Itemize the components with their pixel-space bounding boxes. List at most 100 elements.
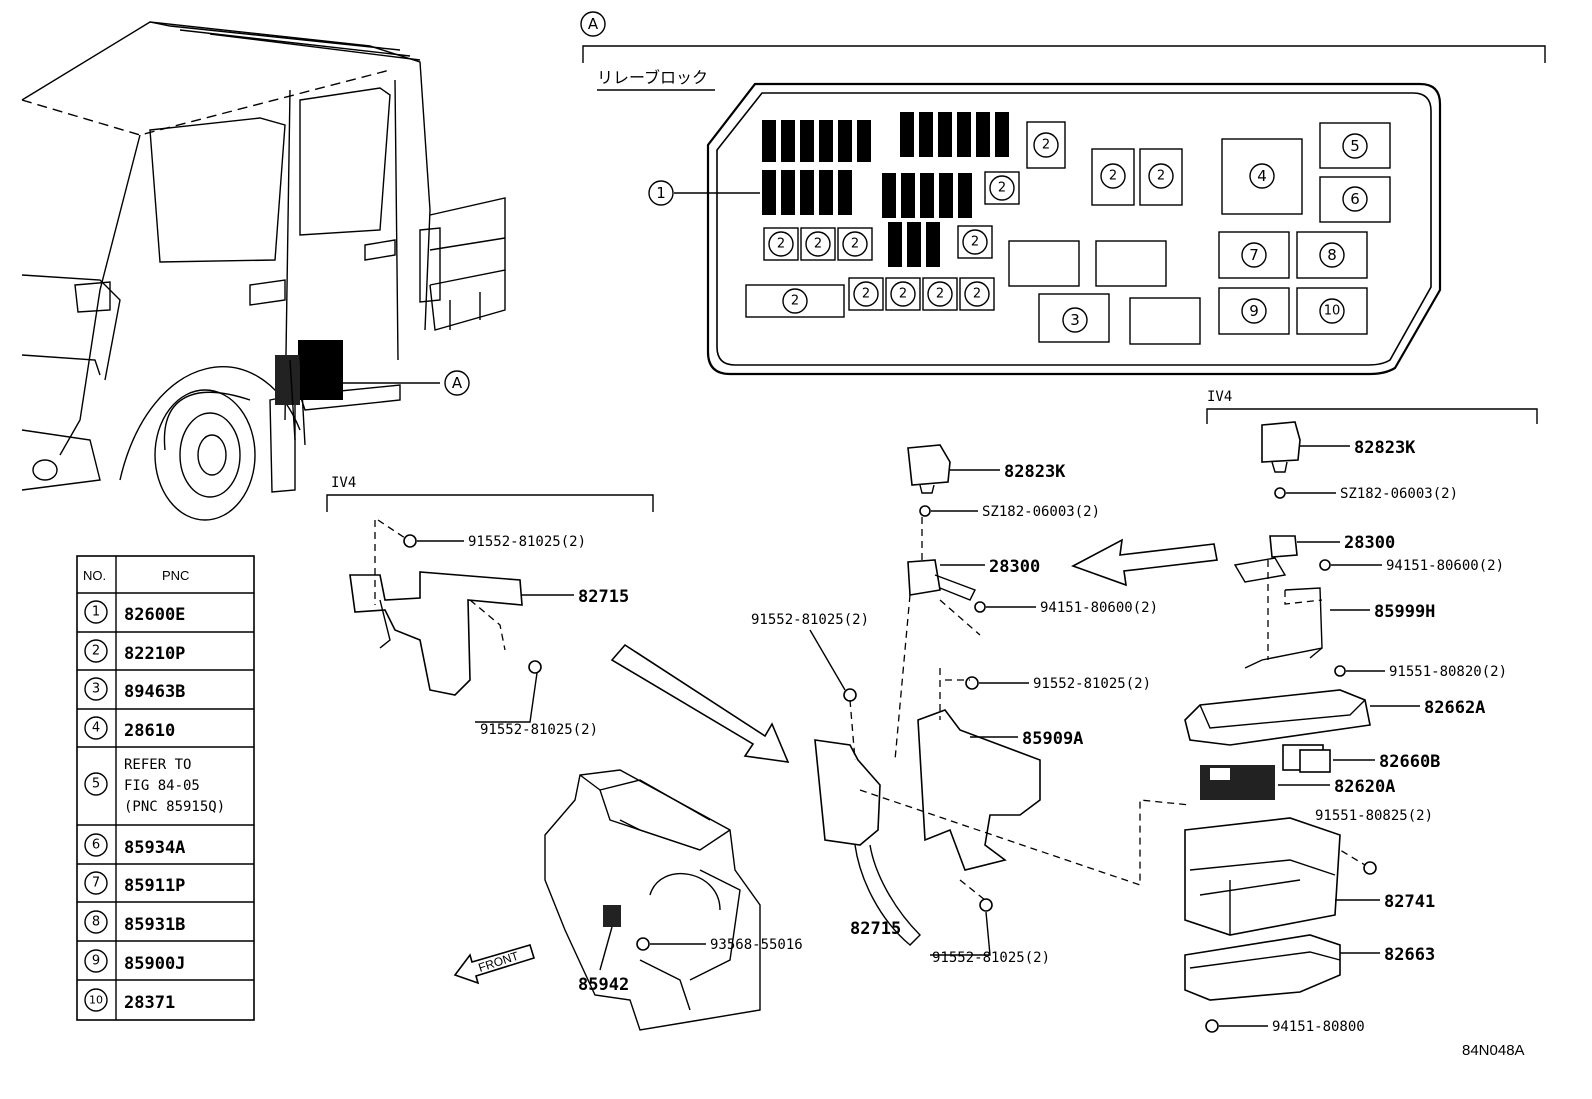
svg-text:82210P: 82210P	[124, 644, 185, 664]
relay-items-82210p: 2 2 2 2 2 2 2 2 2 2 2 2 2	[745, 121, 1183, 318]
svg-text:85934A: 85934A	[124, 838, 185, 858]
relay-item-box-3	[1038, 293, 1110, 343]
fuse-group-82600e	[762, 112, 1009, 267]
iv4-label-left: IV4	[331, 475, 356, 491]
table-row: 3 89463B	[84, 677, 185, 702]
section-a-marker: A	[588, 15, 599, 33]
svg-text:82662A: 82662A	[1424, 698, 1485, 718]
svg-text:9: 9	[92, 954, 100, 969]
front-indicator: FRONT	[477, 949, 521, 975]
table-row: 5 REFER TO FIG 84-05 (PNC 85915Q)	[84, 757, 225, 815]
table-row: 7 85911P	[84, 871, 185, 896]
svg-text:85931B: 85931B	[124, 915, 185, 935]
relay-block-title: リレーブロック	[597, 68, 708, 87]
heater-unit: 93568-55016 85942 FRONT	[453, 769, 803, 1031]
table-row: 8 85931B	[84, 910, 185, 935]
svg-text:82715: 82715	[850, 919, 901, 939]
svg-text:91551-80825(2): 91551-80825(2)	[1315, 808, 1433, 824]
pnc-table: NO. PNC 1 82600E 2 82210P 3 89463B 4 286…	[76, 555, 255, 1021]
svg-text:85900J: 85900J	[124, 954, 185, 974]
svg-text:1: 1	[92, 605, 100, 620]
svg-text:82600E: 82600E	[124, 605, 185, 625]
relay-item-box-4	[1221, 138, 1303, 215]
svg-text:6: 6	[92, 838, 100, 853]
svg-text:2: 2	[973, 287, 981, 302]
svg-text:2: 2	[92, 644, 100, 659]
svg-text:8: 8	[92, 915, 100, 930]
svg-text:28300: 28300	[1344, 533, 1395, 553]
location-marker-a: A	[452, 374, 463, 392]
svg-text:82823K: 82823K	[1354, 438, 1416, 458]
svg-text:2: 2	[998, 181, 1006, 196]
svg-text:85909A: 85909A	[1022, 729, 1083, 749]
direction-arrow-left	[1071, 538, 1218, 587]
table-row: 1 82600E	[84, 600, 185, 625]
relay-item-3: 3	[1070, 311, 1080, 329]
svg-text:2: 2	[936, 287, 944, 302]
svg-text:5: 5	[92, 777, 100, 792]
svg-text:(PNC 85915Q): (PNC 85915Q)	[124, 799, 225, 815]
relay-item-9: 9	[1249, 302, 1259, 320]
svg-text:2: 2	[851, 237, 859, 252]
svg-text:94151-80600(2): 94151-80600(2)	[1386, 558, 1504, 574]
svg-text:REFER TO: REFER TO	[124, 757, 191, 773]
svg-text:2: 2	[971, 235, 979, 250]
svg-text:2: 2	[814, 237, 822, 252]
svg-text:2: 2	[862, 287, 870, 302]
svg-text:28300: 28300	[989, 557, 1040, 577]
svg-text:94151-80800: 94151-80800	[1272, 1019, 1365, 1035]
table-row: 2 82210P	[84, 639, 185, 664]
table-row: 9 85900J	[84, 949, 185, 974]
svg-text:7: 7	[92, 876, 100, 891]
svg-text:2: 2	[791, 294, 799, 309]
center-assembly: 82823K SZ182-06003(2) 28300 94151-80600(…	[751, 444, 1191, 966]
svg-text:91552-81025(2): 91552-81025(2)	[751, 612, 869, 628]
svg-text:FIG 84-05: FIG 84-05	[124, 778, 200, 794]
relay-item-6: 6	[1350, 190, 1360, 208]
relay-item-1: 1	[656, 184, 666, 202]
table-row: 6 85934A	[84, 833, 185, 858]
svg-text:91552-81025(2): 91552-81025(2)	[480, 722, 598, 738]
table-header-pnc: PNC	[162, 568, 189, 583]
svg-text:91552-81025(2): 91552-81025(2)	[468, 534, 586, 550]
svg-text:4: 4	[92, 721, 100, 736]
svg-text:SZ182-06003(2): SZ182-06003(2)	[1340, 486, 1458, 502]
figure-id: 84N048A	[1462, 1042, 1525, 1059]
svg-text:82660B: 82660B	[1379, 752, 1440, 772]
relay-item-5: 5	[1350, 137, 1360, 155]
svg-text:82715: 82715	[578, 587, 629, 607]
svg-text:85942: 85942	[578, 975, 629, 995]
svg-text:2: 2	[1042, 138, 1050, 153]
svg-text:82620A: 82620A	[1334, 777, 1395, 797]
svg-text:93568-55016: 93568-55016	[710, 937, 803, 953]
svg-text:91552-81025(2): 91552-81025(2)	[1033, 676, 1151, 692]
table-row: 10 28371	[84, 988, 175, 1013]
svg-text:82663: 82663	[1384, 945, 1435, 965]
svg-text:82741: 82741	[1384, 892, 1435, 912]
svg-text:2: 2	[899, 287, 907, 302]
iv4-detail-left: IV4 91552-81025(2) 82715 91552-81025(2)	[326, 475, 654, 738]
svg-text:28610: 28610	[124, 721, 175, 741]
svg-text:SZ182-06003(2): SZ182-06003(2)	[982, 504, 1100, 520]
svg-text:2: 2	[777, 237, 785, 252]
svg-text:85999H: 85999H	[1374, 602, 1435, 622]
relay-block-layout: 1 2 2 2 2 2 2 2 2 2 2 2 2	[648, 82, 1442, 376]
truck-illustration: A	[21, 21, 506, 521]
svg-text:82823K: 82823K	[1004, 462, 1066, 482]
relay-item-8: 8	[1327, 246, 1337, 264]
table-header-no: NO.	[83, 568, 106, 583]
svg-text:94151-80600(2): 94151-80600(2)	[1040, 600, 1158, 616]
svg-text:2: 2	[1109, 169, 1117, 184]
relay-item-7: 7	[1249, 246, 1259, 264]
section-a-header: A リレーブロック	[580, 11, 1546, 91]
svg-text:28371: 28371	[124, 993, 175, 1013]
svg-text:91552-81025(2): 91552-81025(2)	[932, 950, 1050, 966]
iv4-detail-right: IV4 82823K SZ182-06003(2) 28300 94151-80…	[1206, 389, 1538, 680]
relay-item-10: 10	[1324, 304, 1341, 319]
svg-text:10: 10	[89, 994, 103, 1007]
table-row: 4 28610	[84, 716, 175, 741]
svg-text:2: 2	[1157, 169, 1165, 184]
svg-text:89463B: 89463B	[124, 682, 185, 702]
svg-text:91551-80820(2): 91551-80820(2)	[1389, 664, 1507, 680]
